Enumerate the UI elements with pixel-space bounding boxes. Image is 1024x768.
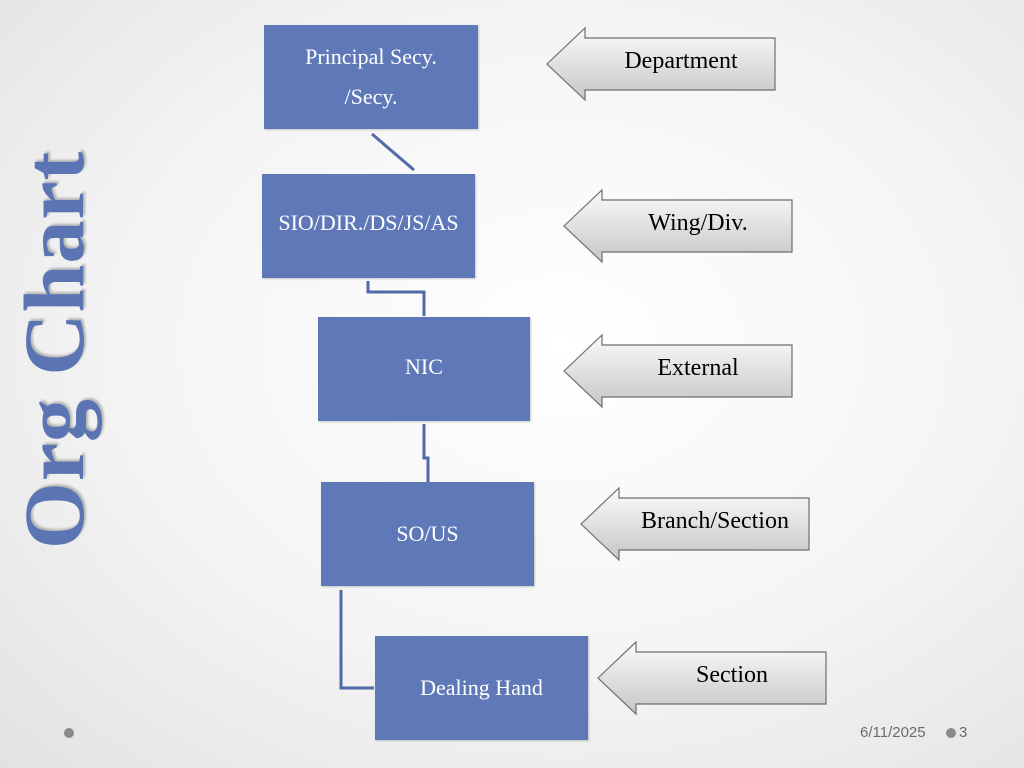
box-principal-secy: Principal Secy. /Secy. [264,25,478,129]
arrow-wing-div: Wing/Div. [562,188,794,264]
connector-1-2 [371,132,415,172]
arrow-external-shape [563,333,793,409]
arrow-section-label: Section [696,661,768,688]
arrow-department: Department [545,26,777,102]
arrow-department-shape [546,26,776,102]
box-dealing-hand-label: Dealing Hand [420,675,543,700]
box-dealing-hand: Dealing Hand [375,636,588,740]
arrow-external: External [562,333,794,409]
slide-date: 6/11/2025 [860,724,926,741]
box-sio-dir: SIO/DIR./DS/JS/AS [262,174,475,278]
footer-dot-left [64,728,74,738]
slide-page-number: 3 [959,724,968,741]
connector-3-4 [422,424,430,482]
box-so-us-label: SO/US [396,521,459,546]
box-so-us: SO/US [321,482,534,586]
arrow-branch-section-label: Branch/Section [641,507,789,534]
box-nic-label: NIC [405,354,443,379]
connector-2-3 [366,281,426,316]
box-principal-secy-line2: /Secy. [344,84,398,109]
box-nic: NIC [318,317,530,421]
connector-4-5 [339,590,374,690]
box-principal-secy-line1: Principal Secy. [305,44,437,69]
arrow-section-shape [597,640,827,716]
arrow-branch-section: Branch/Section [579,486,811,562]
arrow-wing-div-shape [563,188,793,264]
arrow-department-label: Department [624,47,738,74]
arrow-section: Section [596,640,828,716]
arrow-wing-div-label: Wing/Div. [648,209,748,236]
arrow-branch-section-shape [580,486,810,562]
box-sio-dir-label: SIO/DIR./DS/JS/AS [278,210,459,235]
footer-dot-right [946,728,956,738]
arrow-external-label: External [657,354,739,381]
